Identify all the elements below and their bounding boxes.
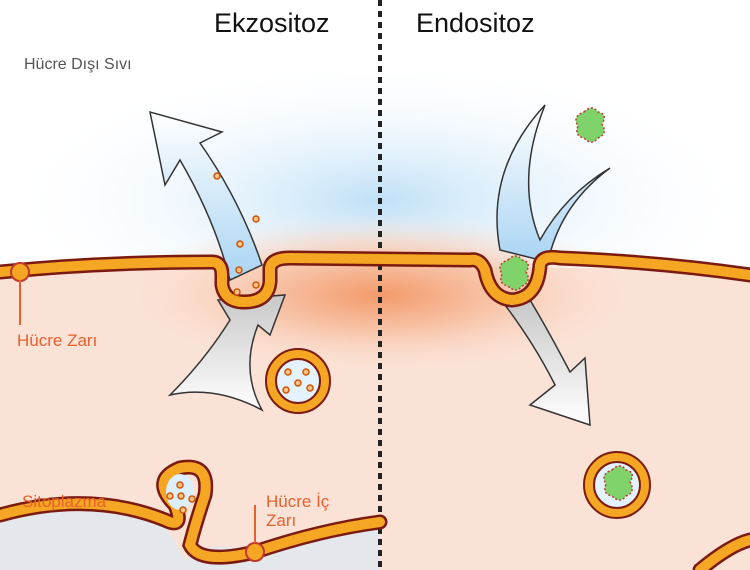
cell-membrane-label: Hücre Zarı — [17, 331, 98, 350]
exocytosis-arrow — [149, 110, 263, 282]
membrane-marker — [10, 262, 30, 282]
inner-vesicle-lumen — [166, 474, 194, 510]
inner-membrane-label: Hücre İç Zarı — [266, 492, 329, 530]
inner-membrane-label-line1: Hücre İç — [266, 492, 330, 511]
exocytosis-title: Ekzositoz — [214, 8, 330, 38]
secretion-particles — [166, 172, 314, 514]
exocytosis-push-arrow — [167, 294, 287, 412]
cytoplasm-label: Sitoplazma — [22, 492, 107, 511]
endocytosis-arrow — [496, 104, 611, 263]
inner-membrane-marker — [245, 542, 265, 562]
green-particles — [499, 107, 633, 501]
inner-membrane-label-line2: Zarı — [266, 511, 297, 530]
endocytosis-title: Endositoz — [416, 8, 535, 38]
extracellular-fluid-label: Hücre Dışı Sıvı — [24, 56, 132, 73]
endocytosis-inward-arrow — [503, 299, 591, 427]
